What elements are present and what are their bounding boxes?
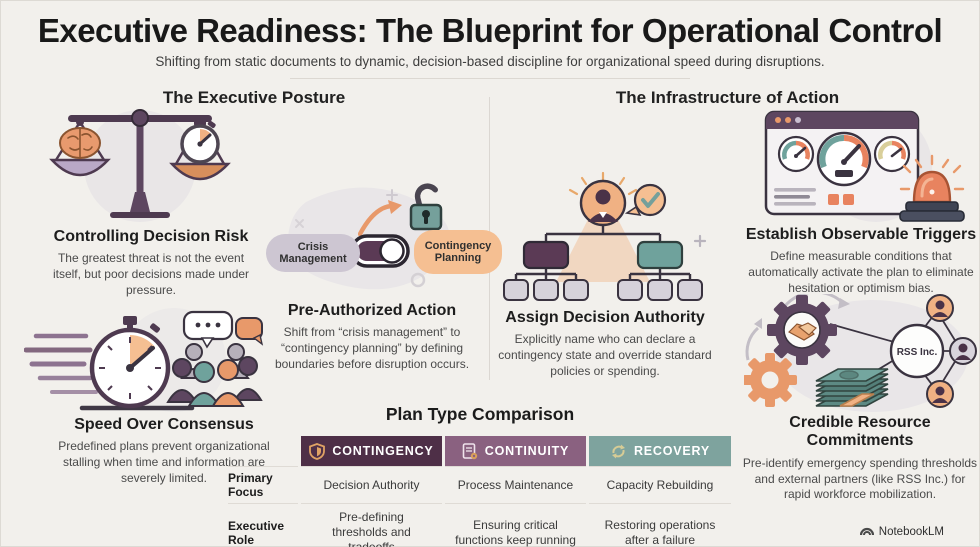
item-body: Pre-identify emergency spending threshol…: [742, 455, 978, 502]
cell-continuity-executive-role: Ensuring critical functions keep running: [445, 503, 586, 547]
column-header-label: CONTINGENCY: [332, 444, 434, 458]
item-title: Speed Over Consensus: [74, 416, 254, 433]
stopwatch-people-icon: [24, 308, 264, 412]
toggle-on-label: Contingency Planning: [414, 230, 502, 274]
item-credible-resource-commitments: Credible Resource Commitments Pre-identi…: [740, 414, 980, 503]
toggle-switch-icon: [350, 234, 410, 268]
item-body: Explicitly name who can declare a contin…: [498, 332, 712, 379]
toggle-off-label: Crisis Management: [266, 234, 360, 272]
cell-recovery-primary-focus: Capacity Rebuilding: [589, 466, 731, 503]
shield-icon: [309, 442, 326, 460]
notebooklm-logo-icon: [859, 527, 874, 536]
row-label-executive-role: Executive Role: [228, 503, 298, 547]
column-header-label: RECOVERY: [633, 444, 711, 458]
network-hub-label: RSS Inc.: [897, 347, 938, 358]
org-chart-icon: [503, 171, 707, 301]
item-controlling-decision-risk: Controlling Decision Risk The greatest t…: [45, 228, 257, 299]
balance-scale-icon: [49, 109, 231, 222]
row-label-primary-focus: Primary Focus: [228, 466, 298, 503]
column-header-recovery: RECOVERY: [589, 436, 731, 466]
item-body: The greatest threat is not the event its…: [52, 251, 250, 298]
item-assign-decision-authority: Assign Decision Authority Explicitly nam…: [495, 309, 715, 380]
column-header-continuity: CONTINUITY: [445, 436, 586, 466]
item-body: Define measurable conditions that automa…: [748, 249, 974, 296]
cell-contingency-executive-role: Pre-defining thresholds and tradeoffs: [301, 503, 442, 547]
item-title: Controlling Decision Risk: [53, 228, 249, 245]
section-heading-infrastructure-of-action: The Infrastructure of Action: [615, 88, 840, 107]
item-body: Shift from “crisis management” to “conti…: [274, 325, 470, 372]
comparison-table-title: Plan Type Comparison: [385, 404, 575, 424]
cell-contingency-primary-focus: Decision Authority: [301, 466, 442, 503]
page-title: Executive Readiness: The Blueprint for O…: [37, 12, 943, 49]
item-body: Predefined plans prevent organizational …: [58, 439, 270, 486]
header-divider: [290, 78, 690, 79]
cell-continuity-primary-focus: Process Maintenance: [445, 466, 586, 503]
footer-brand: NotebookLM: [859, 525, 944, 539]
refresh-icon: [611, 444, 625, 458]
item-title: Pre-Authorized Action: [287, 302, 457, 319]
item-title: Establish Observable Triggers: [745, 226, 977, 243]
item-pre-authorized-action: Pre-Authorized Action Shift from “crisis…: [262, 302, 482, 373]
column-header-contingency: CONTINGENCY: [301, 436, 442, 466]
resources-network-icon: RSS Inc.: [744, 294, 977, 412]
table-corner-blank: [228, 436, 298, 466]
section-heading-executive-posture: The Executive Posture: [162, 88, 346, 107]
cell-recovery-executive-role: Restoring operations after a failure: [589, 503, 731, 547]
open-padlock-icon: [409, 183, 443, 231]
arrow-icon: [358, 200, 402, 236]
document-gear-icon: [462, 442, 477, 459]
item-title: Assign Decision Authority: [505, 309, 705, 326]
item-establish-observable-triggers: Establish Observable Triggers Define mea…: [742, 226, 980, 297]
toggle-lock-icon: Crisis Management Contingency Planning: [266, 182, 502, 300]
page-subtitle: Shifting from static documents to dynami…: [155, 54, 825, 69]
item-speed-over-consensus: Speed Over Consensus Predefined plans pr…: [40, 416, 288, 487]
item-title: Credible Resource Commitments: [789, 414, 931, 450]
footer-brand-label: NotebookLM: [878, 526, 944, 538]
column-header-label: CONTINUITY: [484, 444, 570, 458]
comparison-table: CONTINGENCY CONTINUITY RECOVERY Primary …: [228, 436, 731, 547]
dashboard-alarm-icon: [764, 110, 965, 222]
